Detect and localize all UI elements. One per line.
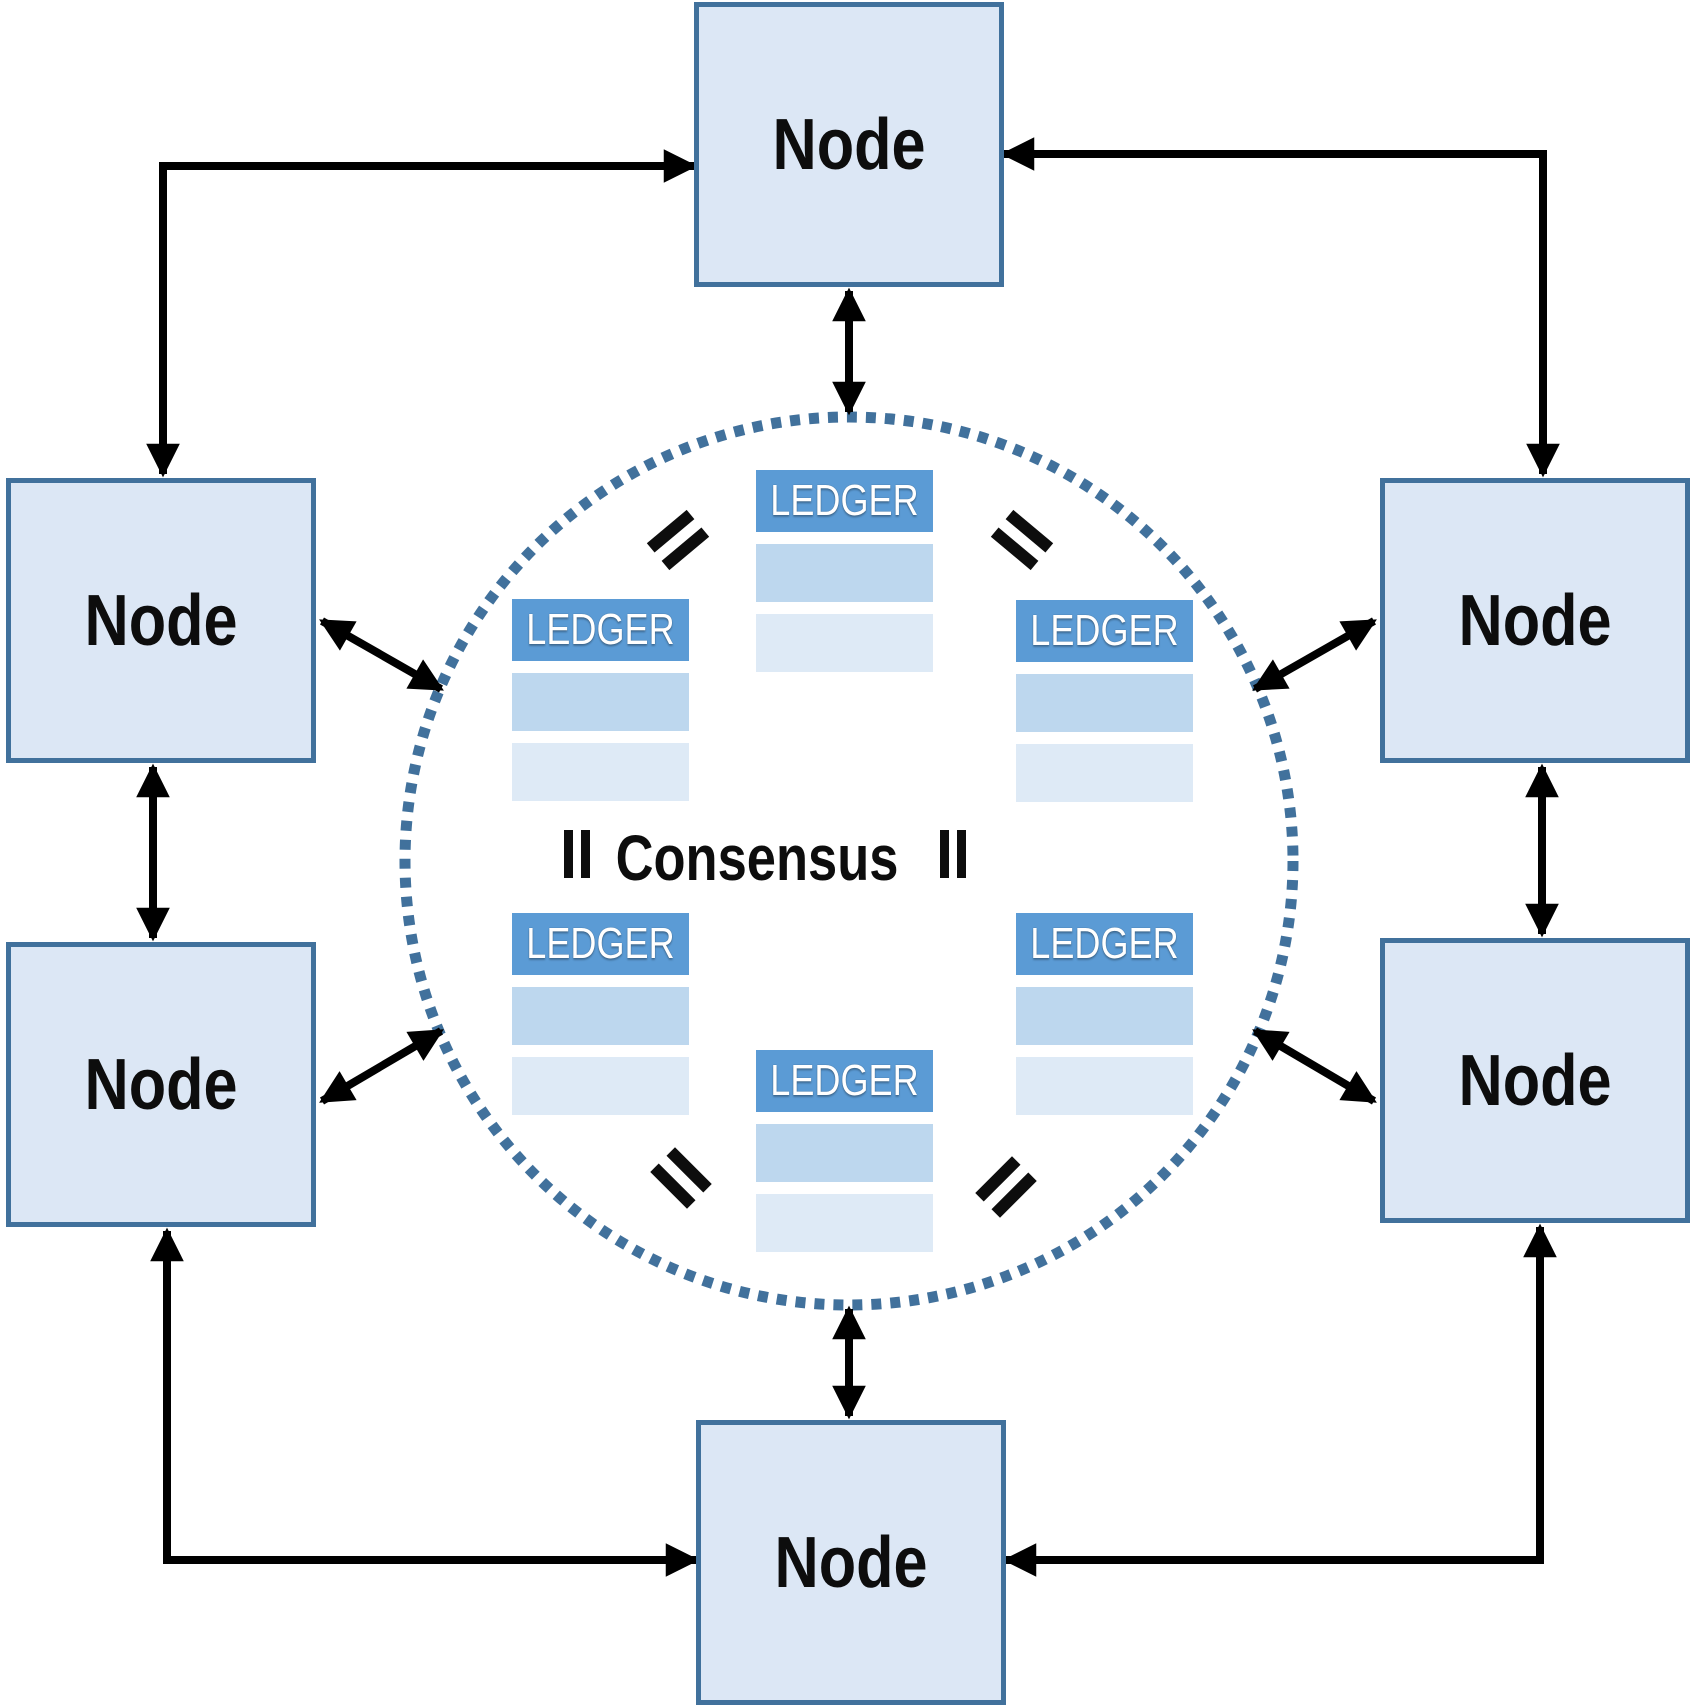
equals-icon-mid-right: [940, 830, 966, 878]
ledger-row: [1016, 744, 1193, 802]
node-box-top: Node: [694, 2, 1004, 287]
equals-icon-mid-left: [564, 830, 590, 878]
elbow-arrow-bottom-left: [150, 1227, 700, 1577]
elbow-arrow-bottom-right: [1002, 1223, 1557, 1577]
ledger-row: [756, 1124, 933, 1182]
ledger-row: [756, 614, 933, 672]
equals-bar: [940, 830, 949, 878]
node-box-bottom: Node: [696, 1420, 1006, 1705]
elbow-arrow-top-left: [146, 149, 698, 478]
node-box-lower-right: Node: [1380, 938, 1690, 1223]
ledger-label: LEDGER: [1030, 919, 1179, 968]
node-label: Node: [1458, 580, 1612, 661]
ledger-header: LEDGER: [1016, 600, 1193, 662]
ledger-header: LEDGER: [756, 470, 933, 532]
ledger-row: [512, 743, 689, 801]
equals-bar: [564, 830, 573, 878]
ledger-label: LEDGER: [526, 919, 675, 968]
ledger-table-upper-left: LEDGER: [512, 599, 689, 801]
node-box-upper-left: Node: [6, 478, 316, 763]
consensus-dotted-circle: [399, 411, 1299, 1311]
ledger-row: [1016, 987, 1193, 1045]
ledger-label: LEDGER: [770, 476, 919, 525]
node-label: Node: [772, 104, 926, 185]
ledger-row: [512, 1057, 689, 1115]
node-label: Node: [1458, 1040, 1612, 1121]
double-arrow-upper-left-node-circle: [319, 617, 444, 693]
double-arrow-upper-right-node-circle: [1252, 617, 1377, 693]
ledger-header: LEDGER: [1016, 913, 1193, 975]
ledger-row: [512, 987, 689, 1045]
double-arrow-lower-left-node-circle: [319, 1027, 444, 1105]
ledger-label: LEDGER: [770, 1056, 919, 1105]
ledger-header: LEDGER: [512, 599, 689, 661]
ledger-row: [1016, 674, 1193, 732]
consensus-title: Consensus: [615, 822, 899, 894]
ledger-table-lower-right: LEDGER: [1016, 913, 1193, 1115]
node-label: Node: [774, 1522, 928, 1603]
node-label: Node: [84, 580, 238, 661]
ledger-header: LEDGER: [756, 1050, 933, 1112]
ledger-row: [512, 673, 689, 731]
double-arrow-lower-right-node-circle: [1252, 1027, 1377, 1105]
ledger-row: [1016, 1057, 1193, 1115]
node-label: Node: [84, 1044, 238, 1125]
ledger-header: LEDGER: [512, 913, 689, 975]
ledger-table-top: LEDGER: [756, 470, 933, 672]
ledger-table-bottom: LEDGER: [756, 1050, 933, 1252]
elbow-arrow-top-right: [1000, 137, 1560, 478]
ledger-label: LEDGER: [526, 605, 675, 654]
ledger-label: LEDGER: [1030, 606, 1179, 655]
ledger-row: [756, 544, 933, 602]
node-box-upper-right: Node: [1380, 478, 1690, 763]
ledger-table-lower-left: LEDGER: [512, 913, 689, 1115]
node-box-lower-left: Node: [6, 942, 316, 1227]
equals-bar: [957, 830, 966, 878]
ledger-table-upper-right: LEDGER: [1016, 600, 1193, 802]
ledger-row: [756, 1194, 933, 1252]
equals-bar: [581, 830, 590, 878]
